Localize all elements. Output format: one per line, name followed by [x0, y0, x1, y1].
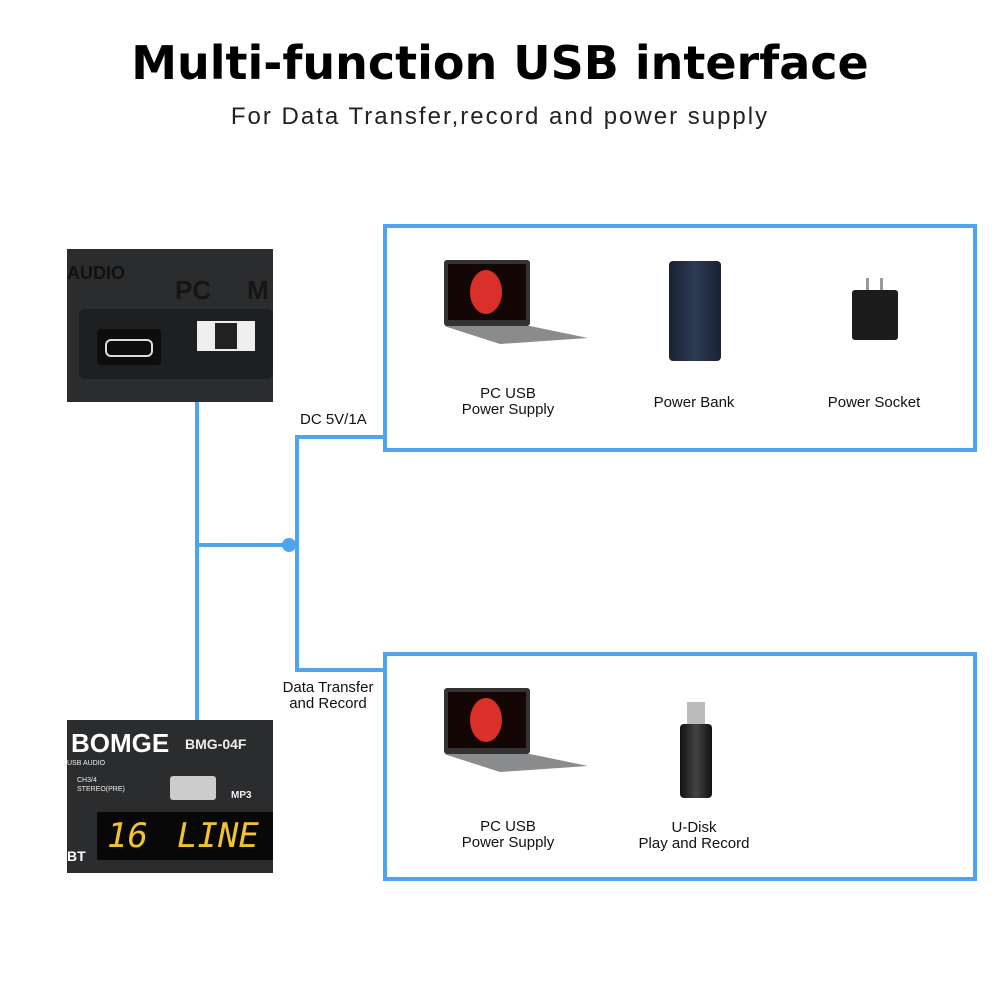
ch-label: CH3/4	[77, 777, 97, 784]
power-bank-label: Power Bank	[653, 394, 735, 411]
dc-label: DC 5V/1A	[300, 411, 367, 428]
usb-b-port	[197, 321, 255, 351]
power-bank-icon	[669, 261, 721, 361]
micro-usb-port	[97, 329, 161, 365]
connector-line	[195, 402, 199, 720]
mixer-panel-photo: BOMGE BMG-04F USB AUDIO CH3/4 STEREO(PRE…	[67, 720, 273, 873]
page-subtitle: For Data Transfer,record and power suppl…	[230, 103, 770, 130]
bt-label: BT	[67, 848, 86, 864]
power-socket-label: Power Socket	[827, 394, 921, 411]
pc-port-photo: AUDIO PC M	[67, 249, 273, 402]
brand-logo: BOMGE	[71, 728, 170, 758]
connector-line	[295, 668, 385, 672]
led-display: 16 LINE	[97, 812, 273, 860]
data-transfer-box	[383, 652, 977, 881]
laptop-icon	[444, 260, 588, 344]
m-label: M	[247, 275, 269, 305]
mp3-label: MP3	[231, 790, 252, 801]
pc-label: PC	[175, 275, 212, 305]
audio-label: AUDIO	[67, 263, 125, 283]
model-label: BMG-04F	[185, 736, 247, 752]
connector-line	[295, 435, 299, 672]
usb-drive-icon	[680, 702, 712, 798]
power-supply-box	[383, 224, 977, 452]
usb-a-port	[170, 776, 216, 800]
power-socket-icon	[852, 278, 898, 340]
connector-line	[195, 543, 297, 547]
display-text: LINE	[177, 816, 259, 856]
page-title: Multi-function USB interface	[131, 36, 869, 90]
usb-audio-label: USB AUDIO	[67, 760, 106, 767]
display-number: 16	[107, 816, 148, 856]
laptop-icon	[444, 688, 588, 772]
connector-line	[295, 435, 385, 439]
junction-dot	[282, 538, 296, 552]
stereo-label: STEREO(PRE)	[77, 786, 125, 793]
